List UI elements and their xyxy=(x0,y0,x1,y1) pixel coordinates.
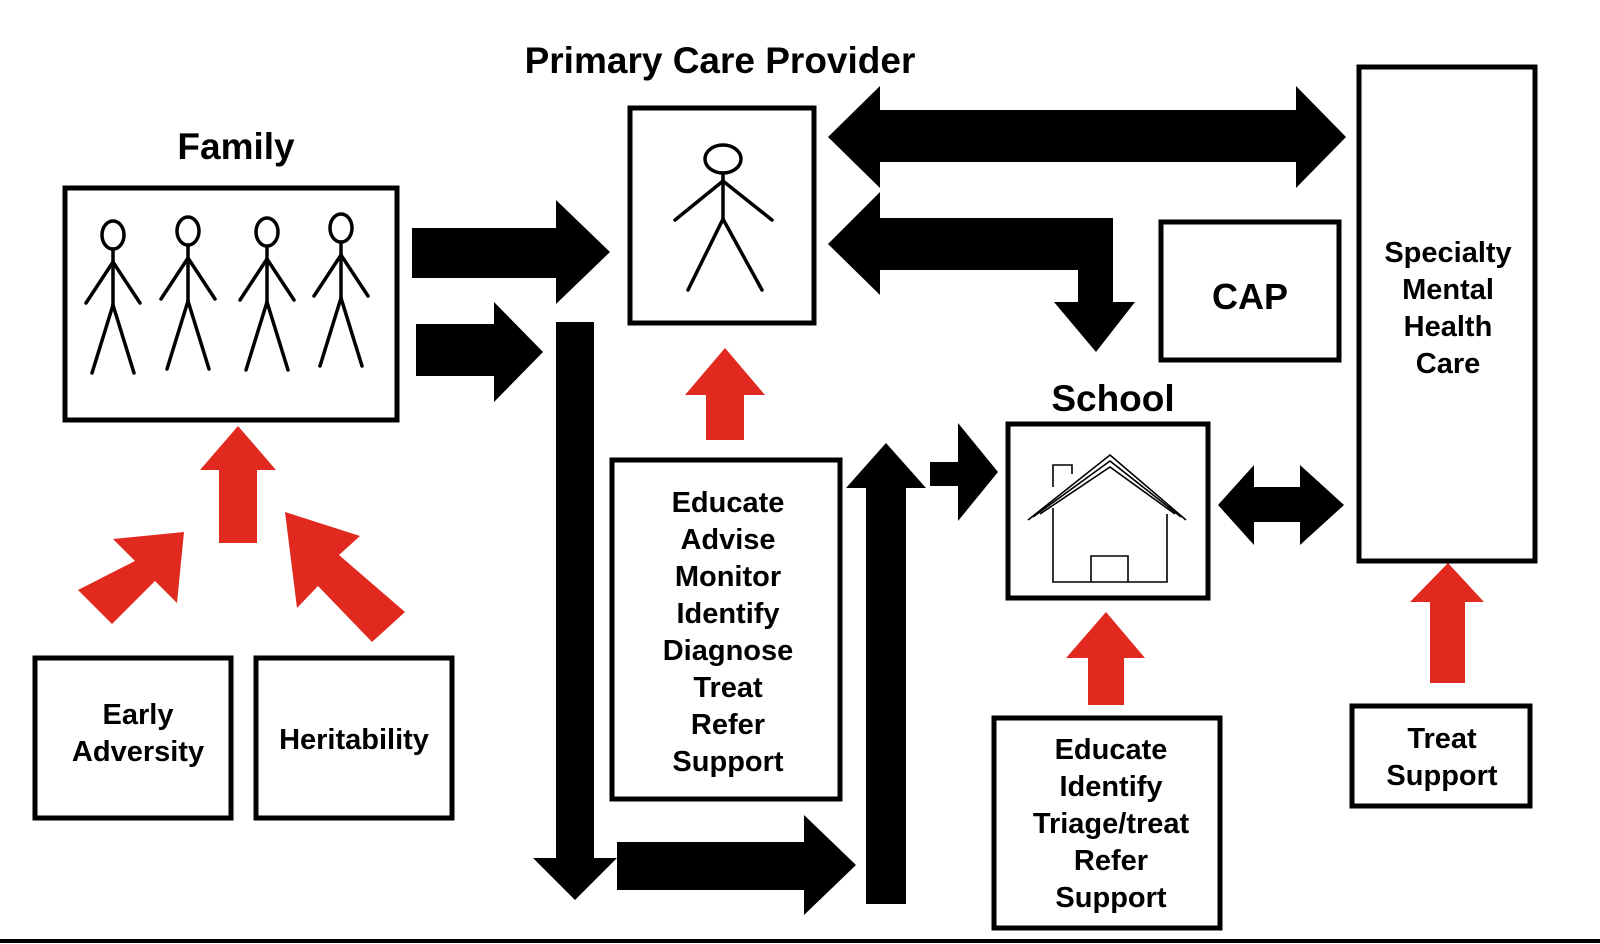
specialty-care-line-2: Mental xyxy=(1402,274,1494,306)
primary-care-provider-title: Primary Care Provider xyxy=(525,40,916,81)
pcp-role-monitor: Monitor xyxy=(675,561,781,593)
arrow-heritability-to-family xyxy=(285,512,405,642)
school-roles-box: Educate Identify Triage/treat Refer Supp… xyxy=(991,715,1223,931)
early-adversity-line-1: Early xyxy=(103,699,174,731)
arrow-down-left-column xyxy=(533,322,617,900)
specialty-role-support: Support xyxy=(1386,760,1497,792)
specialty-care-line-4: Care xyxy=(1416,348,1481,380)
arrow-family-to-lower-path xyxy=(416,302,543,402)
school-role-identify: Identify xyxy=(1059,771,1162,803)
heritability-label: Heritability xyxy=(279,724,429,756)
arrow-up-to-pcp xyxy=(685,348,765,440)
specialty-care-line-1: Specialty xyxy=(1384,237,1511,269)
family-member-4-icon xyxy=(312,212,370,368)
arrow-early-adversity-to-family xyxy=(78,532,184,624)
pcp-role-advise: Advise xyxy=(680,524,775,556)
pcp-role-educate: Educate xyxy=(672,487,785,519)
arrow-up-to-family xyxy=(200,426,276,543)
arrow-into-school xyxy=(930,423,998,521)
specialty-roles-box: Treat Support xyxy=(1349,703,1533,809)
arrow-up-to-school xyxy=(1066,612,1145,705)
pcp-role-support: Support xyxy=(672,746,783,778)
influence-arrows xyxy=(78,348,1484,705)
specialty-care-line-3: Health xyxy=(1404,311,1493,343)
flow-arrows xyxy=(412,86,1346,915)
specialty-role-treat: Treat xyxy=(1407,723,1477,755)
school-role-educate: Educate xyxy=(1055,734,1168,766)
family-title: Family xyxy=(177,126,295,167)
early-adversity-line-2: Adversity xyxy=(72,736,204,768)
arrow-up-right-column xyxy=(846,443,926,904)
pcp-box xyxy=(627,105,817,326)
arrow-school-to-pcp-elbow xyxy=(828,192,1135,352)
school-role-support: Support xyxy=(1055,882,1166,914)
family-box xyxy=(62,185,400,423)
arrow-family-to-pcp xyxy=(412,200,610,304)
family-stick-figures-icon xyxy=(84,212,370,375)
pcp-role-treat: Treat xyxy=(693,672,763,704)
pcp-role-identify: Identify xyxy=(676,598,779,630)
cap-box: CAP xyxy=(1158,219,1342,363)
family-member-3-icon xyxy=(238,216,296,372)
family-member-1-icon xyxy=(84,219,142,375)
school-box xyxy=(1005,421,1211,601)
early-adversity-box: Early Adversity xyxy=(32,655,234,821)
pcp-role-diagnose: Diagnose xyxy=(663,635,794,667)
school-role-triage-treat: Triage/treat xyxy=(1033,808,1190,840)
pcp-role-refer: Refer xyxy=(691,709,765,741)
arrow-bottom-right xyxy=(617,815,856,915)
pcp-roles-box: Educate Advise Monitor Identify Diagnose… xyxy=(609,457,843,802)
stick-figure-icon xyxy=(673,143,774,292)
heritability-box: Heritability xyxy=(253,655,455,821)
family-member-2-icon xyxy=(159,215,217,371)
house-icon xyxy=(1027,453,1187,583)
arrow-pcp-specialty-double xyxy=(828,86,1346,188)
arrow-up-to-specialty xyxy=(1410,563,1484,683)
cap-label: CAP xyxy=(1212,276,1288,317)
school-title: School xyxy=(1051,378,1174,419)
school-role-refer: Refer xyxy=(1074,845,1148,877)
specialty-care-box: Specialty Mental Health Care xyxy=(1356,64,1538,564)
arrow-school-specialty-double xyxy=(1218,465,1344,545)
